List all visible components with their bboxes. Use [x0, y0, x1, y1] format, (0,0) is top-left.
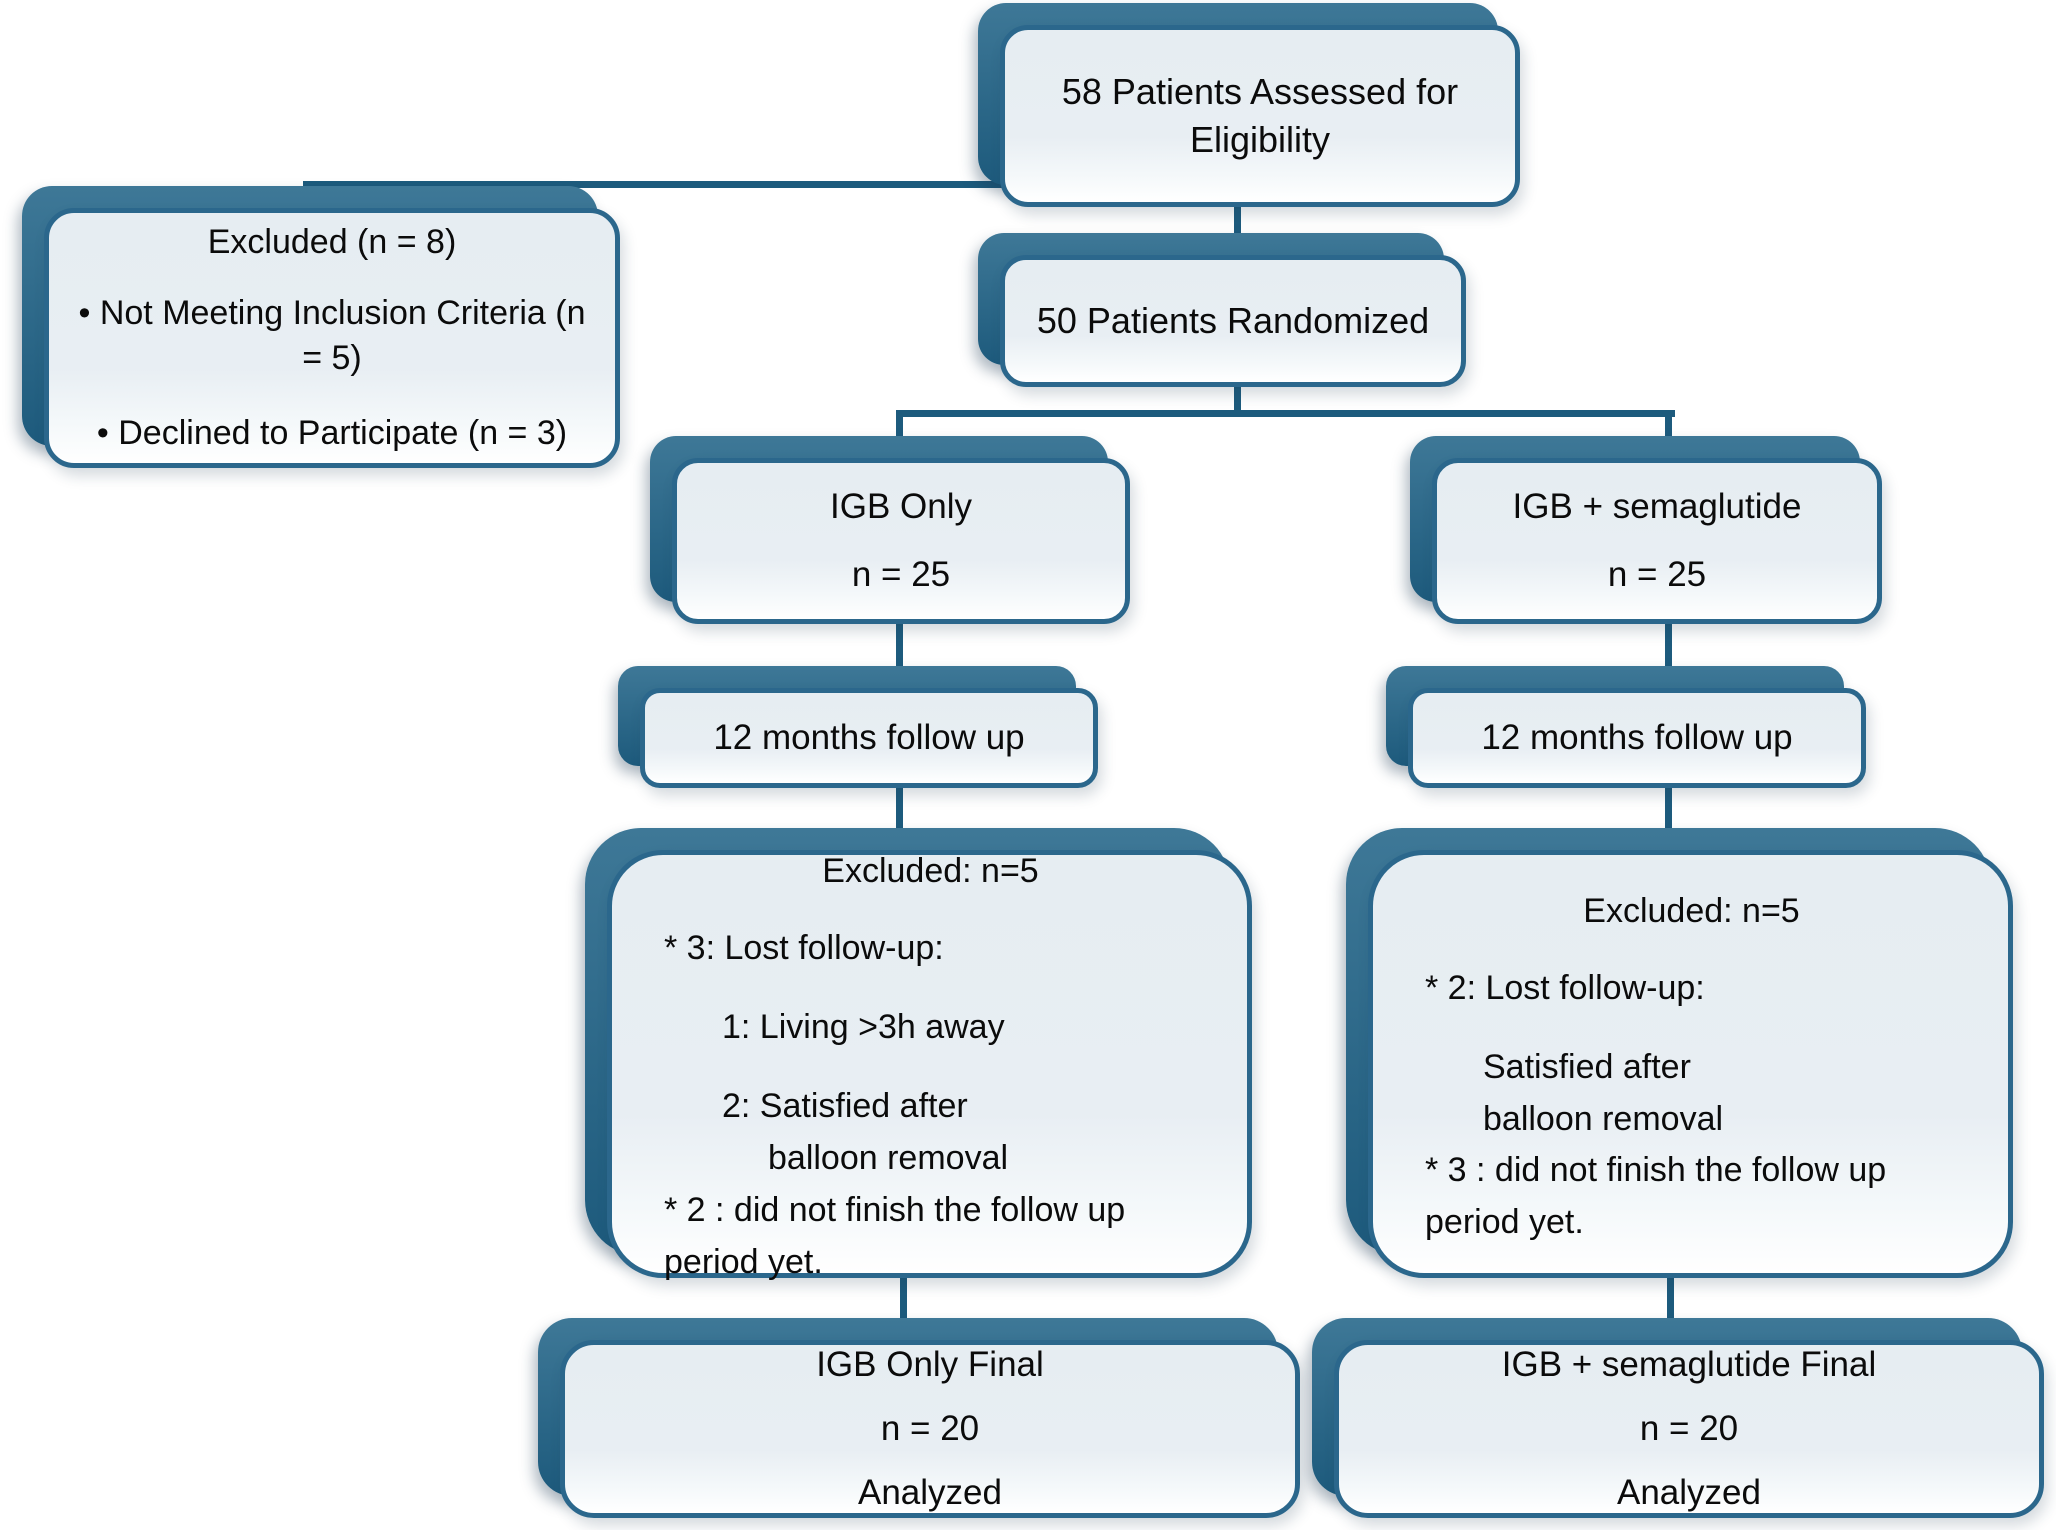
node-final-left: IGB Only Final n = 20 Analyzed [538, 1318, 1300, 1518]
final-right-line-1: IGB + semaglutide Final [1501, 1344, 1877, 1384]
excluded-right-title: Excluded: n=5 [1583, 891, 1800, 930]
node-excluded-left: Excluded: n=5 * 3: Lost follow-up: 1: Li… [585, 828, 1252, 1281]
connector-igbsema-followup [1665, 616, 1672, 696]
followup-right-label: 12 months follow up [1481, 717, 1793, 757]
excluded-left-line-2: 1: Living >3h away [722, 1008, 1005, 1047]
igb-sema-line-1: IGB + semaglutide [1512, 486, 1802, 526]
connector-randomized-branch-stem [1234, 378, 1241, 416]
node-igb-only: IGB Only n = 25 [650, 436, 1130, 624]
node-igb-sema: IGB + semaglutide n = 25 [1410, 436, 1882, 624]
excluded-left-line-4: balloon removal [768, 1138, 1009, 1177]
connector-excluded-final-right [1667, 1270, 1674, 1350]
node-excluded-top: Excluded (n = 8) • Not Meeting Inclusion… [22, 186, 620, 468]
excluded-right-line-2: Satisfied after [1483, 1047, 1691, 1086]
node-followup-right: 12 months follow up [1386, 666, 1866, 788]
final-left-line-2: n = 20 [880, 1408, 980, 1448]
node-assessed: 58 Patients Assessed for Eligibility [978, 3, 1520, 207]
final-left-line-3: Analyzed [858, 1473, 1002, 1513]
excluded-top-title: Excluded (n = 8) [207, 223, 457, 262]
connector-assessed-randomized [1234, 200, 1241, 262]
excluded-left-line-3: 2: Satisfied after [722, 1087, 968, 1126]
bullet-icon: • [78, 294, 91, 333]
excluded-right-line-3: balloon removal [1483, 1099, 1724, 1138]
followup-left-label: 12 months follow up [713, 717, 1025, 757]
excluded-right-line-4: * 3 : did not finish the follow up [1425, 1151, 1887, 1190]
igb-only-line-1: IGB Only [830, 486, 972, 526]
excluded-right-line-1: * 2: Lost follow-up: [1425, 968, 1705, 1007]
excluded-left-line-6: period yet. [664, 1242, 823, 1281]
final-left-line-1: IGB Only Final [816, 1344, 1044, 1384]
randomized-label: 50 Patients Randomized [1036, 300, 1430, 342]
excluded-top-bullet-1: • Not Meeting Inclusion Criteria (n = 5) [78, 294, 586, 377]
connector-igbonly-followup [896, 616, 903, 696]
connector-excluded-final-left [900, 1270, 907, 1350]
node-final-right: IGB + semaglutide Final n = 20 Analyzed [1312, 1318, 2044, 1518]
final-right-line-3: Analyzed [1617, 1473, 1761, 1513]
node-randomized: 50 Patients Randomized [978, 233, 1466, 387]
final-right-line-2: n = 20 [1639, 1408, 1739, 1448]
assessed-line-1: 58 Patients Assessed for [1061, 71, 1459, 113]
igb-sema-line-2: n = 25 [1607, 555, 1707, 594]
node-followup-left: 12 months follow up [618, 666, 1098, 788]
excluded-left-line-5: * 2 : did not finish the follow up [664, 1190, 1126, 1229]
excluded-left-line-1: * 3: Lost follow-up: [664, 929, 944, 968]
excluded-left-title: Excluded: n=5 [822, 852, 1039, 891]
connector-branch-horizontal [896, 410, 1675, 417]
node-excluded-right: Excluded: n=5 * 2: Lost follow-up: Satis… [1346, 828, 2013, 1278]
excluded-top-bullet-2: • Declined to Participate (n = 3) [96, 413, 568, 452]
excluded-right-line-5: period yet. [1425, 1203, 1584, 1242]
connector-followup-excluded-right [1665, 780, 1672, 860]
igb-only-line-2: n = 25 [851, 555, 951, 594]
connector-followup-excluded-left [896, 780, 903, 860]
connector-excluded-horizontal [303, 181, 1010, 188]
bullet-icon: • [96, 413, 109, 452]
assessed-line-2: Eligibility [1189, 119, 1331, 160]
